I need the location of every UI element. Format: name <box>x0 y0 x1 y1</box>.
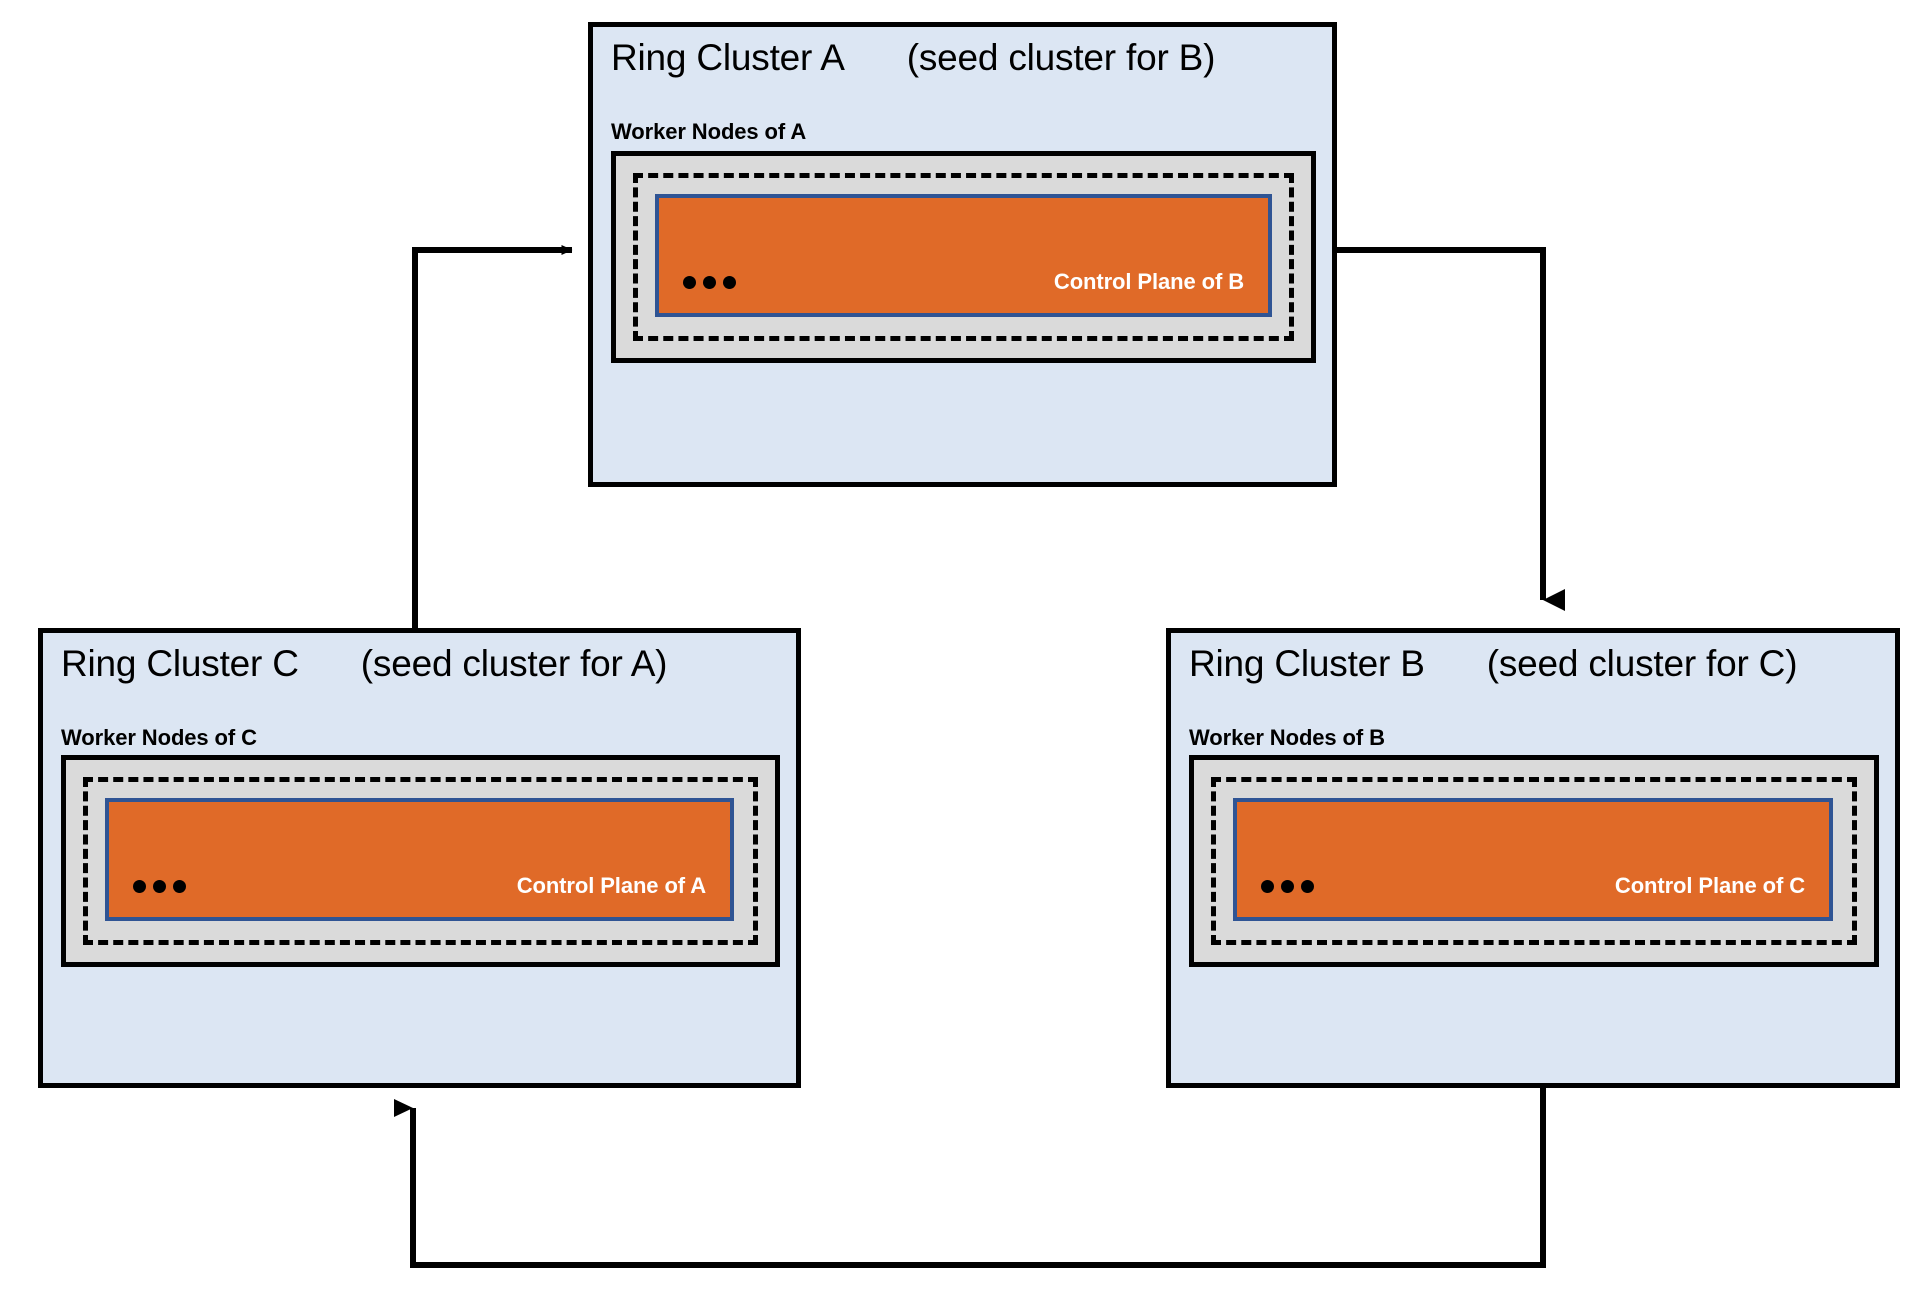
cluster-c-title: Ring Cluster C <box>61 643 299 684</box>
cluster-a-title: Ring Cluster A <box>611 37 845 78</box>
cluster-c-seed-note: (seed cluster for A) <box>360 643 668 684</box>
cluster-a-seed-note: (seed cluster for B) <box>906 37 1216 78</box>
ring-cluster-b[interactable]: Ring Cluster B (seed cluster for C) Work… <box>1166 628 1900 1088</box>
cluster-b-header: Ring Cluster B (seed cluster for C) <box>1189 643 1885 685</box>
cluster-b-control-plane-label: Control Plane of C <box>1614 873 1805 898</box>
cluster-a-dashed-frame <box>633 173 1294 341</box>
cluster-c-worker-ellipsis-icon <box>133 880 186 893</box>
cluster-a-worker-label: Worker Nodes of A <box>611 119 807 144</box>
cluster-a-control-plane-box[interactable]: Control Plane of B <box>655 194 1272 317</box>
cluster-c-dashed-frame <box>83 777 758 945</box>
cluster-c-worker-nodes-box[interactable]: Control Plane of A <box>61 755 780 967</box>
arrow-b-to-c <box>394 1088 1546 1268</box>
ring-cluster-a[interactable]: Ring Cluster A (seed cluster for B) Work… <box>588 22 1337 487</box>
cluster-b-worker-label: Worker Nodes of B <box>1189 725 1385 750</box>
cluster-a-header: Ring Cluster A (seed cluster for B) <box>611 37 1322 79</box>
cluster-b-dashed-frame <box>1211 777 1857 945</box>
cluster-a-control-plane-label: Control Plane of B <box>1053 269 1244 294</box>
cluster-c-control-plane-label: Control Plane of A <box>516 873 706 898</box>
arrow-c-to-a <box>412 245 573 630</box>
cluster-b-worker-nodes-box[interactable]: Control Plane of C <box>1189 755 1879 967</box>
cluster-b-title: Ring Cluster B <box>1189 643 1425 684</box>
cluster-c-header: Ring Cluster C (seed cluster for A) <box>61 643 786 685</box>
cluster-c-worker-label: Worker Nodes of C <box>61 725 257 750</box>
cluster-c-control-plane-box[interactable]: Control Plane of A <box>105 798 734 921</box>
cluster-b-seed-note: (seed cluster for C) <box>1486 643 1798 684</box>
ring-cluster-c[interactable]: Ring Cluster C (seed cluster for A) Work… <box>38 628 801 1088</box>
cluster-b-control-plane-box[interactable]: Control Plane of C <box>1233 798 1833 921</box>
cluster-a-worker-nodes-box[interactable]: Control Plane of B <box>611 151 1316 363</box>
cluster-b-worker-ellipsis-icon <box>1261 880 1314 893</box>
cluster-a-worker-ellipsis-icon <box>683 276 736 289</box>
arrow-a-to-b <box>1337 247 1565 611</box>
